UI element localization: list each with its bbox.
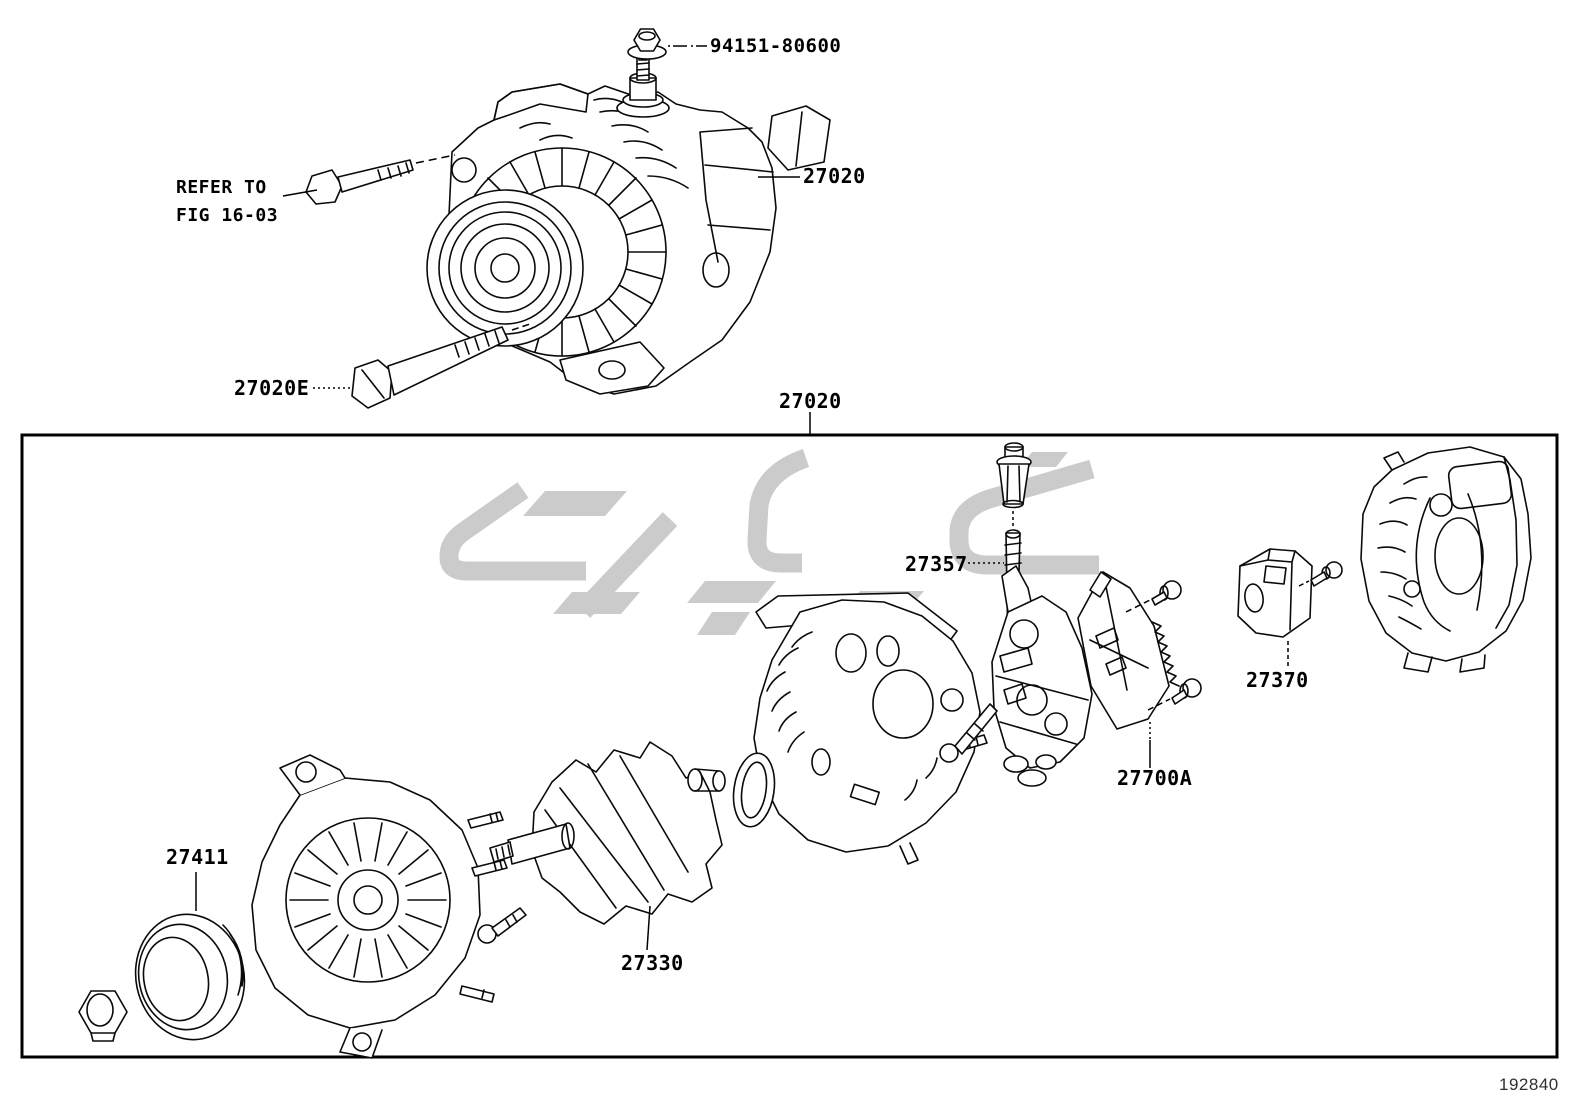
rectifier-screw-drawing — [1125, 580, 1202, 711]
refer-bolt-drawing — [282, 154, 456, 205]
terminal-insulator-drawing — [996, 442, 1032, 529]
refer-note-line1: REFER TO — [176, 177, 267, 198]
front-bracket-drawing — [251, 754, 508, 1059]
brush-holder-drawing — [939, 565, 1093, 787]
mount-bolt-drawing — [313, 323, 531, 409]
rotor-drawing — [477, 741, 726, 951]
part-label-94151-80600: 94151-80600 — [710, 35, 842, 57]
refer-note: REFER TO FIG 16-03 — [176, 174, 278, 230]
part-label-27357: 27357 — [905, 552, 968, 576]
part-label-27020e: 27020E — [234, 376, 310, 400]
part-label-27020-top: 27020 — [803, 164, 866, 188]
pulley-drawing — [134, 913, 246, 1041]
alternator-assembly-drawing — [426, 49, 831, 395]
exploded-view-box — [20, 433, 1559, 1059]
part-label-27330: 27330 — [621, 951, 684, 975]
part-label-27700a: 27700A — [1117, 766, 1193, 790]
refer-note-line2: FIG 16-03 — [176, 204, 279, 226]
rear-frame-drawing — [753, 592, 988, 865]
lock-nut-drawing — [78, 990, 128, 1042]
figure-code: 192840 — [1499, 1075, 1559, 1094]
part-label-27411: 27411 — [166, 845, 229, 869]
top-nut-drawing — [627, 28, 667, 60]
o-ring-drawing — [732, 752, 776, 828]
rectifier-drawing — [1077, 571, 1180, 768]
part-label-27370: 27370 — [1246, 668, 1309, 692]
regulator-drawing — [1237, 548, 1343, 666]
rear-cover-drawing — [1360, 446, 1532, 673]
part-label-27020-box: 27020 — [779, 389, 842, 413]
